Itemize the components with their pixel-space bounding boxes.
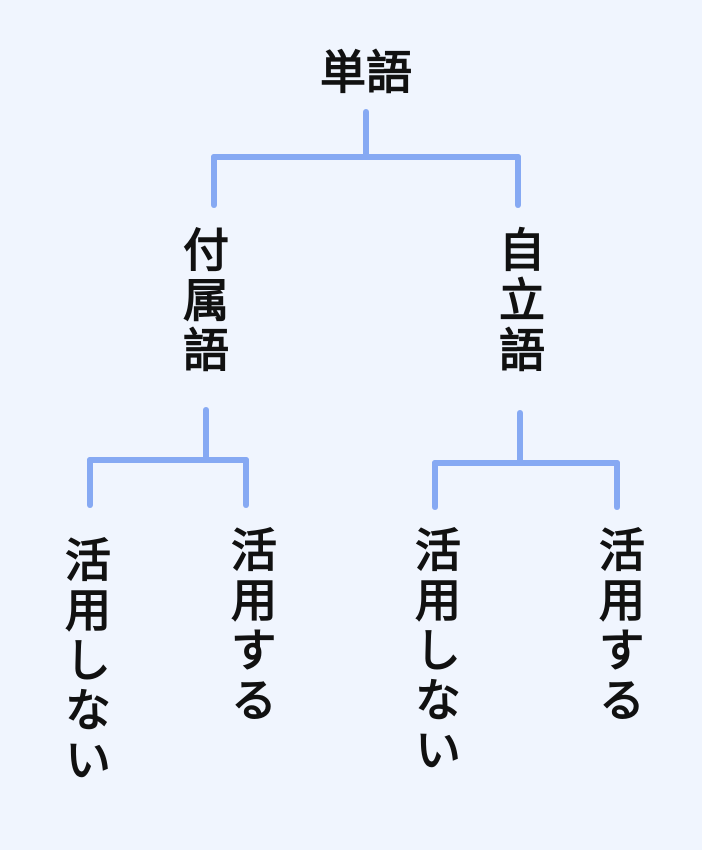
root-node-tango: 単語 [320,45,412,100]
leaf-node-fuzokugo-katsuyo-suru: 活用する [224,526,278,726]
leaf-node-fuzokugo-katsuyo-shinai: 活用しない [58,536,112,786]
branch-node-fuzokugo: 付属語 [176,226,230,376]
branch-node-jiritsugo: 自立語 [492,226,546,376]
leaf-node-jiritsugo-katsuyo-suru: 活用する [592,526,646,726]
leaf-node-jiritsugo-katsuyo-shinai: 活用しない [408,526,462,776]
